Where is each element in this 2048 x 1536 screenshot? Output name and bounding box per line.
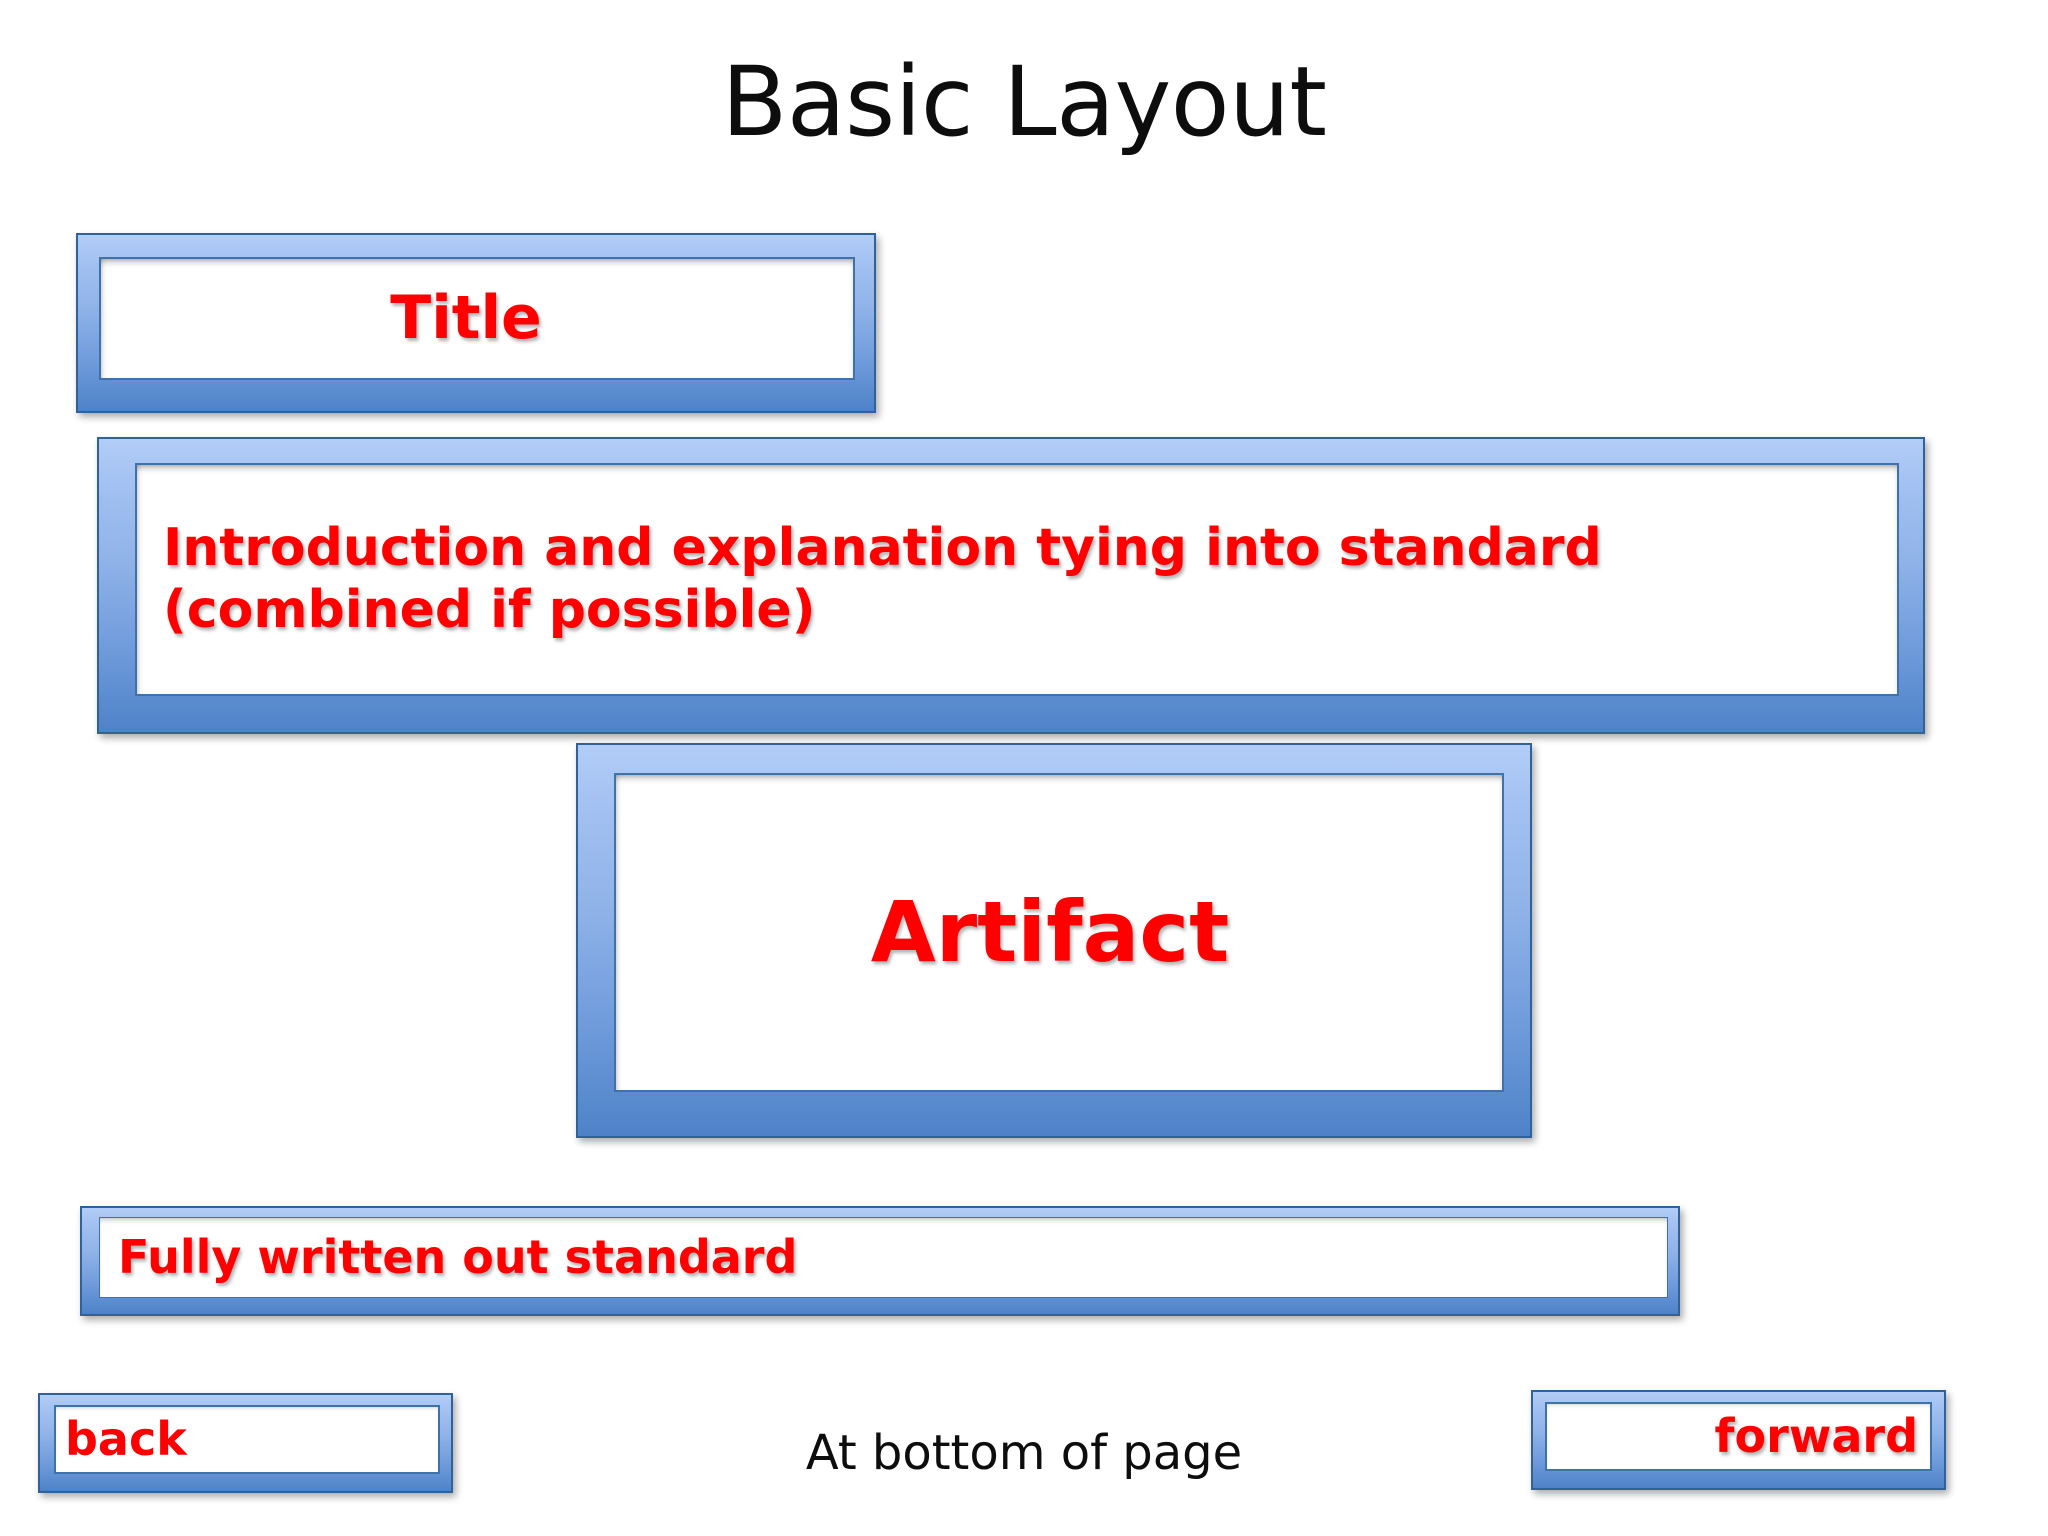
slide-title: Basic Layout bbox=[721, 46, 1327, 158]
back-button-inner: back bbox=[54, 1405, 440, 1474]
forward-button-label: forward bbox=[1714, 1409, 1918, 1464]
standard-placeholder-inner: Fully written out standard bbox=[99, 1217, 1668, 1298]
title-placeholder-label: Title bbox=[390, 283, 542, 354]
title-placeholder-box[interactable]: Title bbox=[76, 233, 876, 413]
forward-button-inner: forward bbox=[1545, 1402, 1932, 1471]
back-button[interactable]: back bbox=[38, 1393, 453, 1493]
intro-placeholder-label: Introduction and explanation tying into … bbox=[137, 518, 1897, 641]
standard-placeholder-box[interactable]: Fully written out standard bbox=[80, 1206, 1680, 1316]
bottom-caption: At bottom of page bbox=[805, 1425, 1243, 1481]
artifact-placeholder-inner: Artifact bbox=[614, 773, 1504, 1092]
intro-placeholder-inner: Introduction and explanation tying into … bbox=[135, 463, 1899, 696]
intro-placeholder-line-1: Introduction and explanation tying into … bbox=[163, 518, 1602, 579]
standard-placeholder-label: Fully written out standard bbox=[118, 1230, 798, 1285]
artifact-placeholder-label: Artifact bbox=[870, 882, 1230, 981]
forward-button[interactable]: forward bbox=[1531, 1390, 1946, 1490]
back-button-label: back bbox=[65, 1412, 187, 1467]
intro-placeholder-line-2: (combined if possible) bbox=[163, 579, 816, 640]
artifact-placeholder-box[interactable]: Artifact bbox=[576, 743, 1532, 1138]
intro-placeholder-box[interactable]: Introduction and explanation tying into … bbox=[97, 437, 1925, 734]
title-placeholder-inner: Title bbox=[99, 257, 855, 380]
